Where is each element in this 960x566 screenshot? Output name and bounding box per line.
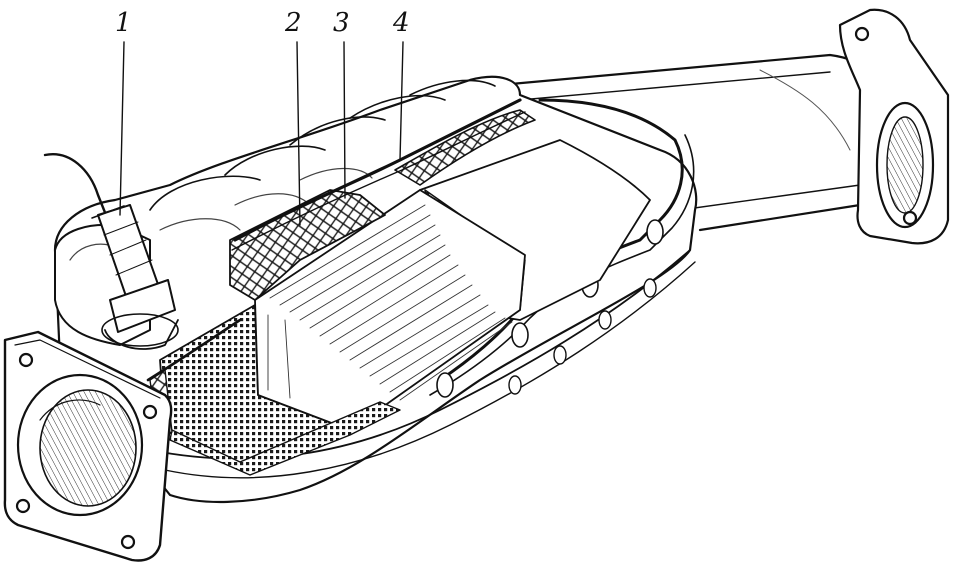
callout-label-3: 3 xyxy=(333,8,350,38)
callout-label-2: 2 xyxy=(285,8,302,38)
outlet-flange xyxy=(838,8,950,245)
leader-lines xyxy=(119,41,404,226)
leader-line-4 xyxy=(399,41,404,161)
inlet-flange xyxy=(3,330,173,562)
monolith-front-cells xyxy=(169,401,401,476)
callout-label-4: 4 xyxy=(393,8,410,38)
wire-mesh-support-mat xyxy=(149,109,536,441)
callout-label-1: 1 xyxy=(115,8,132,38)
leader-line-2 xyxy=(296,41,301,226)
monolith-channel-lines xyxy=(267,204,513,401)
leader-line-1 xyxy=(119,41,125,216)
leader-line-3 xyxy=(343,41,346,199)
oxygen-sensor xyxy=(43,153,179,350)
